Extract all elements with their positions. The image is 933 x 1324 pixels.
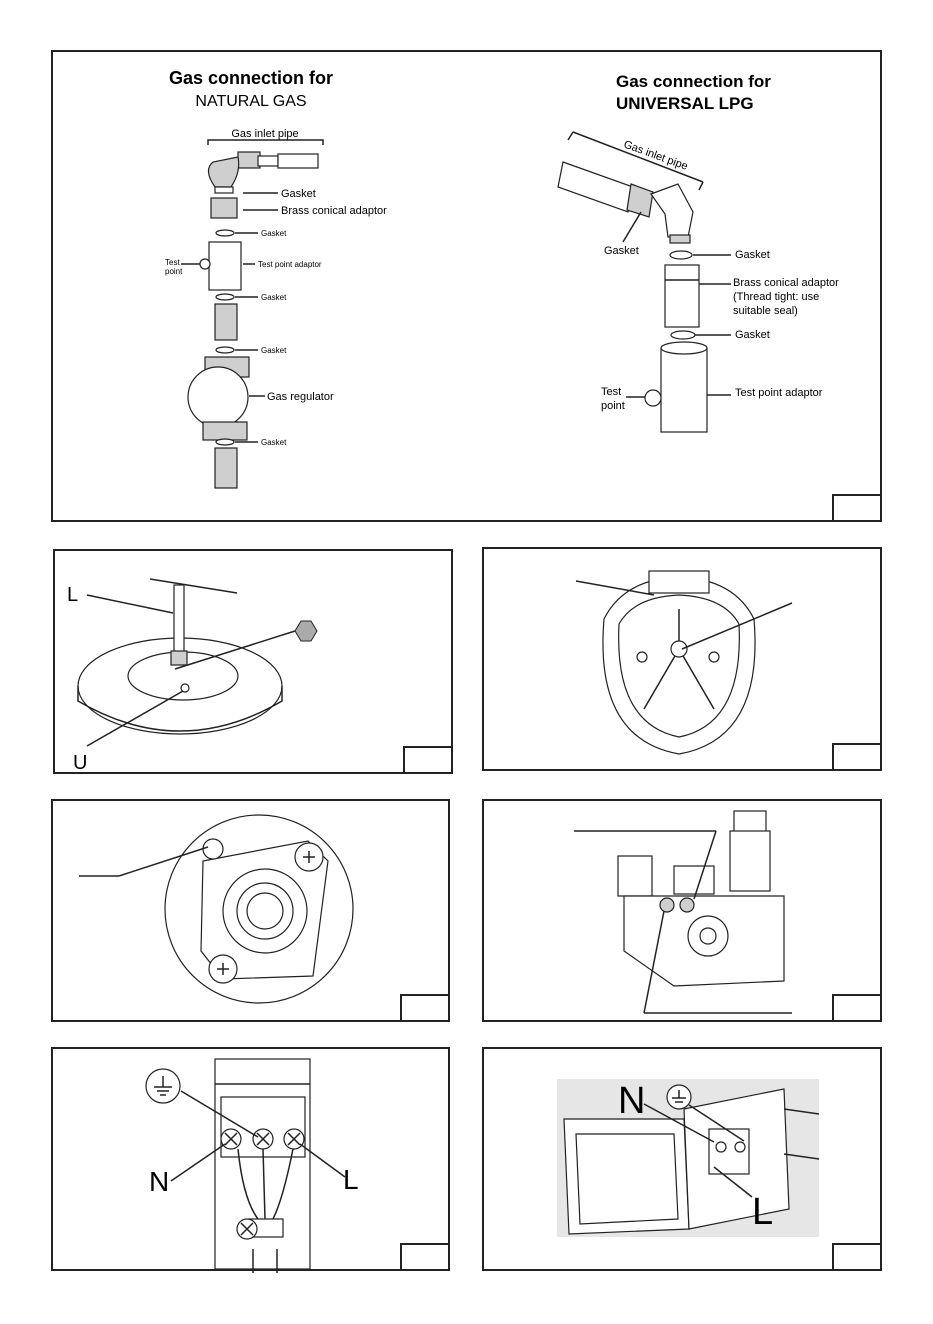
tool-label-l: L xyxy=(67,584,78,606)
natural-test-point-label-a: Test xyxy=(165,258,180,267)
gas-valve-drawing xyxy=(574,810,792,1014)
lpg-title-line1: Gas connection for xyxy=(616,72,771,91)
junction-box-panel: N L xyxy=(482,1047,882,1271)
natural-gas-inlet-pipe-label: Gas inlet pipe xyxy=(231,128,298,140)
lpg-assembly: Gas inlet pipe xyxy=(557,131,731,433)
natural-test-point-adaptor-label: Test point adaptor xyxy=(258,260,322,269)
lpg-gasket-left-label: Gasket xyxy=(604,245,639,257)
natural-test-point-label-b: point xyxy=(165,267,183,276)
lpg-gas-inlet-pipe-label: Gas inlet pipe xyxy=(622,139,689,173)
figure-number-box xyxy=(832,743,882,771)
lpg-test-point-label-b: point xyxy=(601,400,625,412)
figure-number-box xyxy=(832,494,882,522)
live-label-l: L xyxy=(343,1164,359,1195)
lpg-test-point-adaptor-label: Test point adaptor xyxy=(735,387,823,399)
natural-gas-assembly: Gas inlet pipe xyxy=(181,128,324,489)
figure-number-box xyxy=(400,1243,450,1271)
live-label-l: L xyxy=(752,1191,773,1233)
burner-top-panel xyxy=(482,547,882,771)
burner-tool-panel: L U xyxy=(53,549,453,774)
lpg-title-line2: UNIVERSAL LPG xyxy=(616,94,754,113)
terminal-block-panel: N L xyxy=(51,1047,450,1273)
natural-gasket2-label: Gasket xyxy=(261,229,287,238)
natural-gasket3-label: Gasket xyxy=(261,293,287,302)
natural-gasket1-label: Gasket xyxy=(281,188,316,200)
natural-brass-adaptor-label: Brass conical adaptor xyxy=(281,205,387,217)
figure-number-box xyxy=(403,746,453,774)
burner-top-drawing xyxy=(575,570,793,755)
figure-number-box xyxy=(400,994,450,1022)
lpg-gasket-lower-label: Gasket xyxy=(735,329,770,341)
natural-gasket5-label: Gasket xyxy=(261,438,287,447)
burner-tool-drawing: L U xyxy=(67,578,318,774)
junction-box-drawing: N L xyxy=(557,1079,820,1237)
figure-number-box xyxy=(832,1243,882,1271)
terminal-block-drawing: N L xyxy=(145,1058,359,1273)
gas-valve-panel xyxy=(482,799,882,1022)
lpg-test-point-label-a: Test xyxy=(601,386,621,398)
gas-connection-drawing: Gas connection for NATURAL GAS Gas inlet… xyxy=(165,68,839,489)
figure-number-box xyxy=(832,994,882,1022)
lpg-thread-note-line1: (Thread tight: use xyxy=(733,291,819,303)
injector-detail-panel xyxy=(51,799,450,1022)
injector-detail-drawing xyxy=(79,814,354,1004)
natural-gas-title-line1: Gas connection for xyxy=(169,68,333,88)
natural-gas-title-line2: NATURAL GAS xyxy=(195,93,306,110)
natural-gas-regulator-label: Gas regulator xyxy=(267,391,334,403)
gas-connection-panel: Gas connection for NATURAL GAS Gas inlet… xyxy=(51,50,882,522)
lpg-brass-adaptor-label: Brass conical adaptor xyxy=(733,277,839,289)
natural-gasket4-label: Gasket xyxy=(261,346,287,355)
lpg-gasket-right-label: Gasket xyxy=(735,249,770,261)
lpg-thread-note-line2: suitable seal) xyxy=(733,305,798,317)
neutral-label-n: N xyxy=(149,1166,169,1197)
neutral-label-n: N xyxy=(618,1080,645,1122)
screw-label-u: U xyxy=(73,752,87,774)
